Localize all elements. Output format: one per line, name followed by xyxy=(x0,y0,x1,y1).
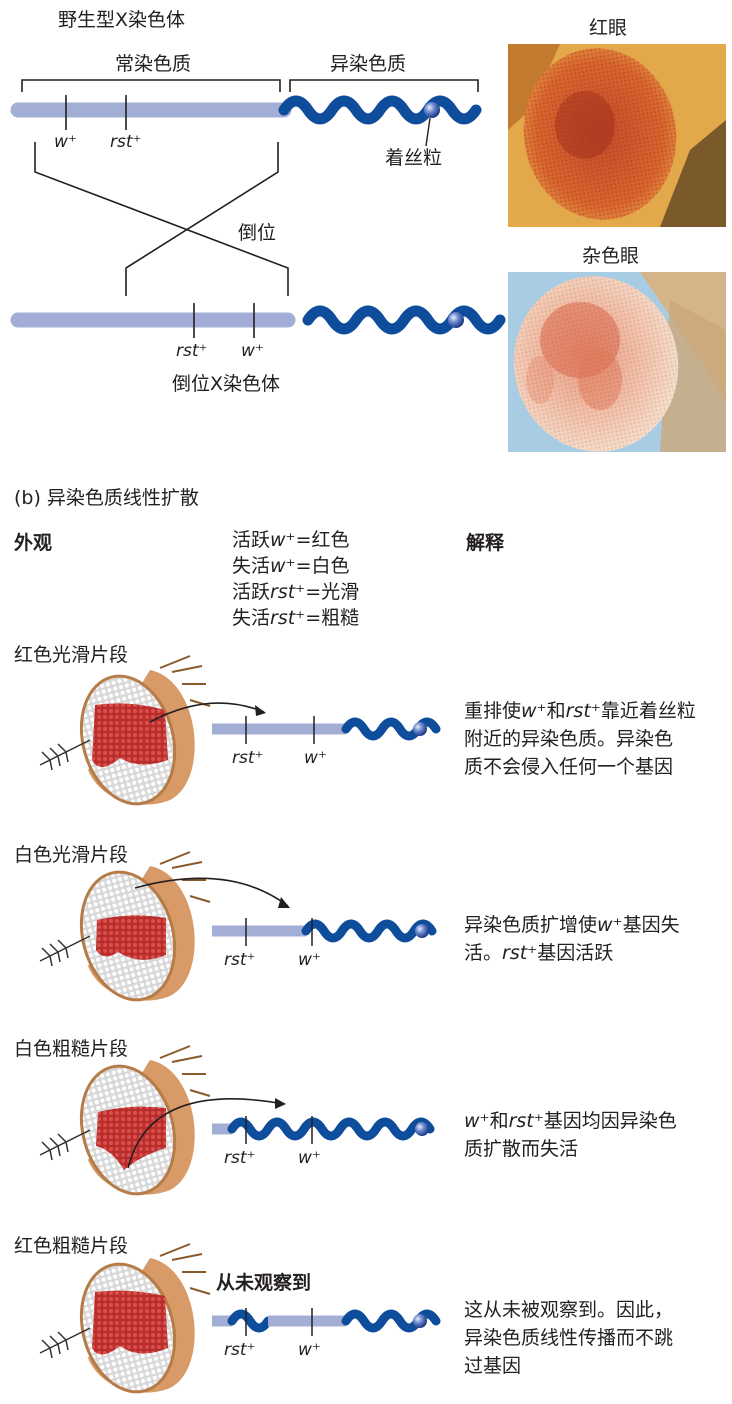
red-eye-label: 红眼 xyxy=(589,17,628,39)
row2-w-label: w⁺ xyxy=(298,950,321,970)
inverted-heterochromatin-coil xyxy=(302,305,506,335)
centromere-pointer xyxy=(425,117,431,147)
wild-type-w-label: w⁺ xyxy=(54,132,77,152)
fly-head-illustration-row3 xyxy=(39,1045,211,1196)
legend-line-3: 活跃rst⁺=光滑 xyxy=(232,581,360,603)
variegated-eye-label: 杂色眼 xyxy=(582,245,640,267)
inverted-title: 倒位X染色体 xyxy=(172,373,281,395)
row3-arrow xyxy=(127,1098,285,1169)
fly-head-illustration-row2 xyxy=(39,851,211,1002)
inverted-centromere xyxy=(448,312,464,328)
row3-title: 白色粗糙片段 xyxy=(14,1038,129,1060)
phenotype-legend: 活跃w⁺=红色 失活w⁺=白色 活跃rst⁺=光滑 失活rst⁺=粗糙 xyxy=(232,527,359,631)
row3-w-label: w⁺ xyxy=(298,1148,321,1168)
row4-centromere xyxy=(413,1314,427,1328)
row1-explanation: 重排使w⁺和rst⁺靠近着丝粒 附近的异染色质。异染色 质不会侵入任何一个基因 xyxy=(464,697,726,781)
never-observed-label: 从未观察到 xyxy=(216,1272,312,1294)
euchromatin-bracket xyxy=(21,79,281,92)
row4-explanation-line-1: 这从未被观察到。因此， xyxy=(464,1299,674,1321)
row2-explanation: 异染色质扩增使w⁺基因失 活。rst⁺基因活跃 xyxy=(464,911,726,967)
legend-line-4: 失活rst⁺=粗糙 xyxy=(232,607,360,629)
row4-explanation: 这从未被观察到。因此， 异染色质线性传播而不跳 过基因 xyxy=(464,1296,726,1380)
row3-explanation-line-1: w⁺和rst⁺基因均因异染色 xyxy=(464,1110,677,1132)
row1-w-label: w⁺ xyxy=(304,748,327,768)
row3-arrowhead xyxy=(275,1098,286,1109)
row1-rst-label: rst⁺ xyxy=(232,748,264,768)
row4-heterochromatin-coil-left xyxy=(227,1309,273,1333)
row4-w-label: w⁺ xyxy=(298,1340,321,1360)
heterochromatin-bracket xyxy=(289,79,479,92)
fly-head-illustration-row4 xyxy=(39,1243,211,1394)
row1-centromere xyxy=(413,722,427,736)
wild-type-centromere xyxy=(424,102,440,118)
inverted-rst-label: rst⁺ xyxy=(176,341,208,361)
wild-type-rst-label: rst⁺ xyxy=(110,132,142,152)
row2-title: 白色光滑片段 xyxy=(14,844,129,866)
row3-explanation: w⁺和rst⁺基因均因异染色 质扩散而失活 xyxy=(464,1107,726,1163)
row2-rst-label: rst⁺ xyxy=(224,950,256,970)
legend-line-2: 失活w⁺=白色 xyxy=(232,555,350,577)
row1-explanation-line-2: 附近的异染色质。异染色 xyxy=(464,728,674,750)
row1-arrowhead xyxy=(255,705,266,716)
row1-explanation-line-3: 质不会侵入任何一个基因 xyxy=(464,756,674,778)
heterochromatin-label: 异染色质 xyxy=(330,53,407,75)
inversion-cross xyxy=(34,142,289,296)
wild-type-title: 野生型X染色体 xyxy=(58,9,186,31)
row3-explanation-line-2: 质扩散而失活 xyxy=(464,1138,579,1160)
row2-centromere xyxy=(415,924,429,938)
part-b-title: (b) 异染色质线性扩散 xyxy=(14,487,199,509)
red-eye-photo xyxy=(508,44,726,227)
row3-rst-label: rst⁺ xyxy=(224,1148,256,1168)
row2-arrowhead xyxy=(278,897,290,908)
variegated-eye-photo xyxy=(508,272,726,452)
row4-explanation-line-3: 过基因 xyxy=(464,1355,522,1377)
euchromatin-label: 常染色质 xyxy=(115,53,192,75)
inverted-w-label: w⁺ xyxy=(241,341,264,361)
legend-line-1: 活跃w⁺=红色 xyxy=(232,529,350,551)
row1-arrow xyxy=(149,702,265,723)
row2-arrow xyxy=(134,877,289,907)
row3-heterochromatin-coil xyxy=(227,1117,435,1141)
row2-heterochromatin-coil xyxy=(301,919,437,943)
row3-centromere xyxy=(415,1122,429,1136)
fly-head-illustration-row1 xyxy=(39,655,211,806)
row2-explanation-line-2: 活。rst⁺基因活跃 xyxy=(464,942,614,964)
column-header-explanation: 解释 xyxy=(466,532,505,554)
centromere-label: 着丝粒 xyxy=(385,147,443,169)
row4-rst-label: rst⁺ xyxy=(224,1340,256,1360)
row4-title: 红色粗糙片段 xyxy=(14,1235,129,1257)
inversion-label: 倒位 xyxy=(238,222,277,244)
column-header-appearance: 外观 xyxy=(14,532,53,554)
row1-title: 红色光滑片段 xyxy=(14,644,129,666)
wild-type-heterochromatin-coil xyxy=(278,95,482,125)
row4-explanation-line-2: 异染色质线性传播而不跳 xyxy=(464,1327,674,1349)
row2-explanation-line-1: 异染色质扩增使w⁺基因失 xyxy=(464,914,680,936)
row1-explanation-line-1: 重排使w⁺和rst⁺靠近着丝粒 xyxy=(464,700,696,722)
